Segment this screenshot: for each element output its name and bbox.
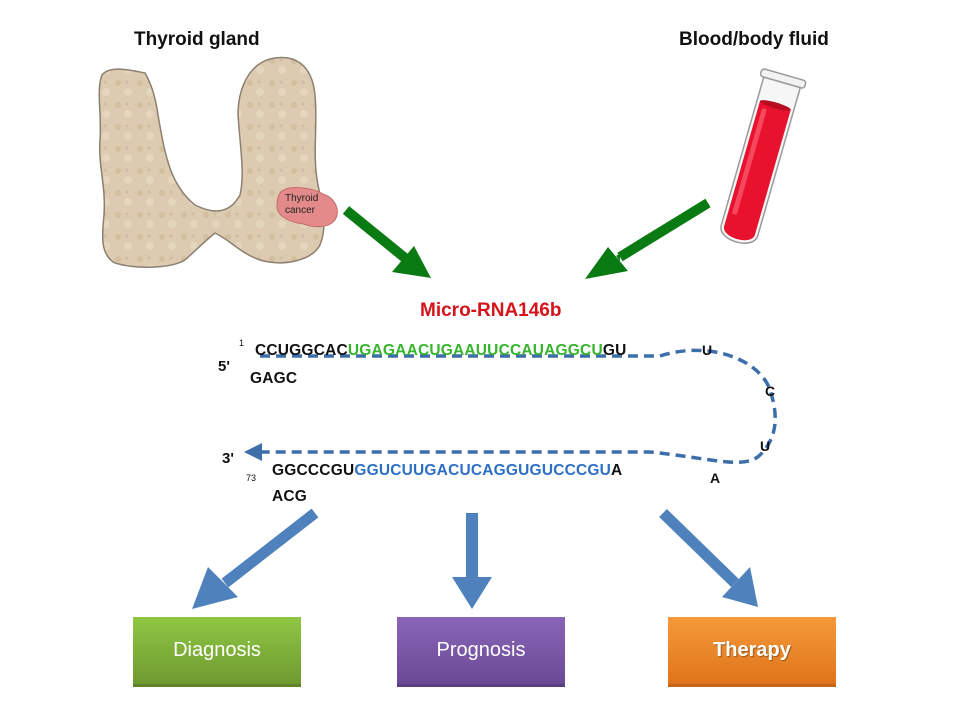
- therapy-label: Therapy: [713, 639, 791, 661]
- blue-arrow-therapy: [659, 509, 758, 607]
- end-index: 73: [246, 473, 257, 483]
- bottom-strand-sequence: GGCCCGUGGUCUUGACUCAGGUGUCCCGUA: [272, 462, 622, 480]
- green-arrow-left: [342, 206, 431, 278]
- hairpin-loop-diagram: [244, 348, 777, 464]
- blood-test-tube-icon: [720, 68, 807, 244]
- thyroid-gland-title: Thyroid gland: [134, 29, 260, 50]
- bottom-strand-prefix: GGCCCGU: [272, 462, 355, 479]
- five-prime-label: 5': [218, 358, 230, 375]
- loop-base-4: A: [710, 470, 721, 486]
- blue-arrow-prognosis: [452, 513, 492, 609]
- loop-base-3: U: [760, 438, 771, 454]
- thyroid-cancer-label: Thyroid cancer: [285, 193, 318, 217]
- prognosis-label: Prognosis: [436, 639, 526, 661]
- convergence-arrows: [342, 206, 620, 278]
- top-strand-prefix: CCUGGCAC: [255, 342, 348, 359]
- top-strand-suffix: GU: [602, 342, 627, 359]
- top-strand-mature: UGAGAACUGAAUUCCAUAGGCU: [347, 342, 603, 359]
- top-strand-line2: GAGC: [250, 370, 298, 387]
- hairpin-arrowhead-icon: [244, 443, 262, 461]
- loop-base-1: U: [702, 342, 713, 358]
- blood-body-fluid-title: Blood/body fluid: [679, 29, 829, 50]
- bottom-strand-mature: GGUCUUGACUCAGGUGUCCCGU: [354, 462, 612, 479]
- outcome-arrows: [192, 508, 758, 609]
- three-prime-label: 3': [222, 450, 234, 467]
- start-index: 1: [239, 338, 245, 348]
- therapy-box: Therapy: [668, 617, 836, 687]
- mirna-title: Micro-RNA146b: [420, 300, 562, 321]
- diagnosis-label: Diagnosis: [173, 639, 261, 661]
- top-strand-sequence: CCUGGCACUGAGAACUGAAUUCCAUAGGCUGU: [255, 342, 627, 360]
- green-arrow-right-graphic: [585, 198, 711, 279]
- thyroid-cancer-label-line1: Thyroid: [285, 193, 319, 204]
- prognosis-box: Prognosis: [397, 617, 565, 687]
- thyroid-cancer-illustration: [276, 187, 338, 228]
- thyroid-gland-illustration: [98, 56, 325, 268]
- thyroid-cancer-label-line2: cancer: [285, 205, 316, 216]
- thyroid-lobes-shape: [98, 56, 325, 268]
- bottom-strand-line2: ACG: [272, 488, 308, 505]
- blue-arrow-diagnosis: [192, 508, 319, 609]
- diagnosis-box: Diagnosis: [133, 617, 301, 687]
- bottom-strand-suffix: A: [611, 462, 623, 479]
- loop-base-2: C: [765, 383, 776, 399]
